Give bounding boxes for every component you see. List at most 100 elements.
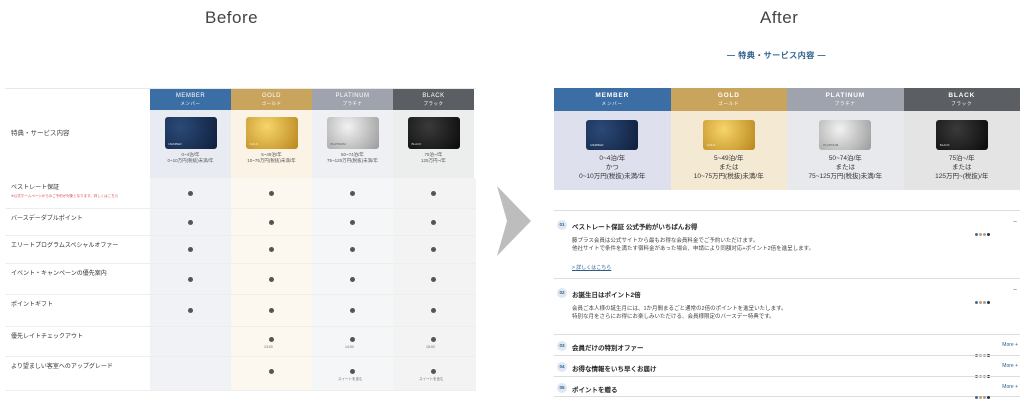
tier-name: MEMBER xyxy=(595,92,630,99)
accordion-item[interactable]: 03 会員だけの特別オファー More + xyxy=(554,334,1020,357)
item-title: お得な情報をいち早くお届け xyxy=(572,366,657,373)
feature-note: ※公式ホームページからのご予約が対象となります。詳しくはこちら xyxy=(11,194,119,198)
collapse-icon[interactable]: − xyxy=(1012,287,1017,294)
tier-name-jp: ゴールド xyxy=(718,101,740,106)
checkout-time: 15:00 xyxy=(426,345,435,349)
available-dot xyxy=(269,220,274,225)
card-label: PLATINUM xyxy=(823,143,839,147)
member-card-image: MEMBER xyxy=(164,117,217,149)
more-button[interactable]: More + xyxy=(1002,363,1018,369)
available-dot xyxy=(431,337,436,342)
tier-requirement-nights: 5~49泊/年 xyxy=(714,155,744,162)
arrow-right-icon xyxy=(497,186,531,256)
tier-dots xyxy=(974,223,990,241)
tier-column-platinum: PLATINUM プラチナ PLATINUM 50~74泊/年 または 75~1… xyxy=(787,88,904,190)
item-number: 03 xyxy=(557,341,567,351)
feature-title: イベント・キャンペーンの優先案内 xyxy=(11,271,107,277)
feature-title: バースデーダブルポイント xyxy=(11,216,83,222)
card-label: MEMBER xyxy=(168,142,182,146)
available-dot xyxy=(188,308,193,313)
table-row: ポイントギフト xyxy=(5,295,476,327)
more-button[interactable]: More + xyxy=(1002,384,1018,390)
after-title: After xyxy=(760,8,799,27)
tier-name-jp: メンバー xyxy=(601,101,623,106)
details-link[interactable]: > 詳しくはこちら xyxy=(572,265,612,271)
available-dot xyxy=(350,191,355,196)
feature-cell: イベント・キャンペーンの優先案内 xyxy=(5,264,150,277)
feature-cell: バースデーダブルポイント xyxy=(5,209,150,222)
plus-icon: + xyxy=(1015,384,1018,390)
item-description: 藤プラス会員は公式サイトから最もお得な会員料金でご予約いただけます。 他社サイト… xyxy=(572,238,815,252)
item-title: ベストレート保証 公式予約がいちばんお得 xyxy=(572,224,698,231)
tier-name: MEMBER xyxy=(175,93,206,99)
tier-requirement-nights: 0~4泊/年 xyxy=(181,152,200,157)
tier-name: GOLD xyxy=(261,93,281,99)
available-dot xyxy=(269,337,274,342)
checkout-time: 14:00 xyxy=(345,345,354,349)
accordion-item[interactable]: 05 ポイントを贈る More + xyxy=(554,376,1020,399)
available-dot xyxy=(350,247,355,252)
feature-title: より望ましい客室へのアップグレード xyxy=(11,364,113,370)
card-label: PLATINUM xyxy=(330,142,346,146)
black-card-image: BLACK xyxy=(407,117,460,149)
tier-header: PLATINUM プラチナ xyxy=(312,89,393,110)
feature-title: ポイントギフト xyxy=(11,302,54,308)
available-dot xyxy=(350,277,355,282)
card-label: MEMBER xyxy=(590,143,604,147)
item-number: 02 xyxy=(557,288,567,298)
available-dot xyxy=(269,277,274,282)
feature-title: エリートプログラムスペシャルオファー xyxy=(11,243,119,249)
feature-cell: より望ましい客室へのアップグレード xyxy=(5,357,150,370)
available-dot xyxy=(188,277,193,282)
plus-icon: + xyxy=(1015,342,1018,348)
tier-name-jp: プラチナ xyxy=(834,101,856,106)
table-row: ベストレート保証 ※公式ホームページからのご予約が対象となります。詳しくはこちら xyxy=(5,178,476,209)
accordion-item[interactable]: 01 ベストレート保証 公式予約がいちばんお得 − 藤プラス会員は公式サイトから… xyxy=(554,210,1020,278)
more-button[interactable]: More + xyxy=(1002,342,1018,348)
feature-title: 優先レイトチェックアウト xyxy=(11,334,84,340)
upgrade-note: スイートを含む xyxy=(419,377,444,381)
checkout-time: 13:00 xyxy=(264,345,273,349)
feature-title: ベストレート保証 xyxy=(11,185,60,191)
before-benefits-table: 特典・サービス内容 MEMBER メンバー MEMBER 0~4泊/年 0~10… xyxy=(5,88,476,391)
available-dot xyxy=(431,220,436,225)
tier-requirement-nights: 50~74泊/年 xyxy=(828,155,862,162)
item-title: 会員だけの特別オファー xyxy=(572,345,644,352)
available-dot xyxy=(431,247,436,252)
platinum-card-image: PLATINUM xyxy=(326,117,379,149)
tier-name-jp: ブラック xyxy=(423,101,444,106)
available-dot xyxy=(269,369,274,374)
item-number: 01 xyxy=(557,220,567,230)
tier-name: BLACK xyxy=(422,93,445,99)
tier-name-jp: ブラック xyxy=(951,101,973,106)
tier-requirement-spend: 75~125万円(税抜)未満/年 xyxy=(808,173,882,180)
available-dot xyxy=(350,308,355,313)
tier-column-black: BLACK ブラック BLACK 75泊~/年 125万円~/年 xyxy=(393,89,474,178)
accordion-item[interactable]: 02 お誕生日はポイント2倍 − 会員ご本人様の誕生月には、1か月間まるごと通常… xyxy=(554,278,1020,334)
tier-column-gold: GOLD ゴールド GOLD 5~49泊/年 または 10~75万円(税抜)未満… xyxy=(670,88,787,190)
tier-requirement-joiner: または xyxy=(952,164,972,171)
collapse-icon[interactable]: − xyxy=(1012,219,1017,226)
item-number: 04 xyxy=(557,362,567,372)
tier-requirement-joiner: または xyxy=(719,164,739,171)
table-row: エリートプログラムスペシャルオファー xyxy=(5,236,476,264)
tier-dots xyxy=(974,386,990,404)
available-dot xyxy=(350,337,355,342)
tier-name: PLATINUM xyxy=(335,93,370,99)
tier-column-black: BLACK ブラック BLACK 75泊~/年 または 125万円~(税抜)/年 xyxy=(903,88,1020,190)
tier-requirement-nights: 50~74泊/年 xyxy=(341,152,364,157)
item-title: お誕生日はポイント2倍 xyxy=(572,292,641,299)
tier-column-platinum: PLATINUM プラチナ PLATINUM 50~74泊/年 75~125万円… xyxy=(312,89,393,178)
tier-requirement-spend: 10~75万円(税抜)未満/年 xyxy=(247,158,296,163)
available-dot xyxy=(269,191,274,196)
tier-name: BLACK xyxy=(948,92,976,99)
tier-header: BLACK ブラック xyxy=(903,88,1020,111)
available-dot xyxy=(431,369,436,374)
tier-requirement-spend: 0~10万円(税抜)未満/年 xyxy=(167,158,214,163)
tier-name-jp: ゴールド xyxy=(261,101,282,106)
available-dot xyxy=(431,277,436,282)
member-card-image: MEMBER xyxy=(586,120,639,150)
gold-card-image: GOLD xyxy=(245,117,298,149)
tier-requirement-spend: 0~10万円(税抜)未満/年 xyxy=(579,173,646,180)
accordion-item[interactable]: 04 お得な情報をいち早くお届け More + xyxy=(554,355,1020,378)
